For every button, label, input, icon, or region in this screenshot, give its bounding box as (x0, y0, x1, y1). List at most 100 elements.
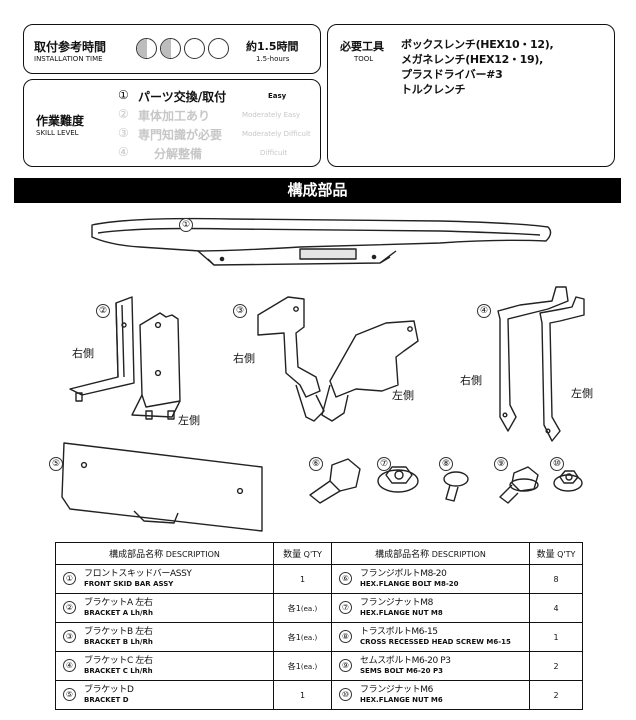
part-number: ② (63, 601, 76, 614)
skill-level-box: 作業難度 SKILL LEVEL ① パーツ交換/取付 Easy ② 車体加工あ… (23, 79, 321, 167)
bracket-a-right-label: 右側 (72, 347, 94, 360)
table-header-description: 構成部品名称 DESCRIPTION (55, 542, 274, 565)
sems-bolt-m6-drawing (499, 466, 539, 504)
header-desc-en: DESCRIPTION (431, 550, 486, 559)
bracket-c-left-label: 左側 (571, 387, 593, 400)
part-quantity: 各1(ea.) (273, 593, 332, 623)
time-clock-icon-1 (136, 38, 157, 59)
installation-time-label-en: INSTALLATION TIME (34, 55, 103, 63)
header-desc-jp: 構成部品名称 (109, 550, 164, 560)
table-header-qty: 数量 Q'TY (529, 542, 583, 565)
callout-10: ⑩ (550, 457, 564, 471)
tool-label-en: TOOL (354, 55, 374, 63)
callout-1: ① (179, 218, 193, 232)
part-quantity: 8 (529, 564, 583, 594)
bracket-a-left-label: 左側 (178, 414, 200, 427)
part-number: ④ (63, 659, 76, 672)
part-number: ⑤ (63, 688, 76, 701)
part-number: ⑧ (339, 630, 352, 643)
table-header-row: 構成部品名称 DESCRIPTION 数量 Q'TY 構成部品名称 DESCRI… (55, 542, 583, 565)
table-header-description: 構成部品名称 DESCRIPTION (331, 542, 530, 565)
bracket-c-drawing (497, 286, 585, 442)
part-number: ⑩ (339, 688, 352, 701)
flange-nut-m8-drawing (377, 466, 419, 493)
tool-item: トルクレンチ (401, 83, 466, 96)
qty-unit: (ea.) (300, 604, 318, 613)
header-qty-jp: 数量 (536, 550, 555, 560)
parts-illustration: ① ② ③ ④ ⑤ ⑥ ⑦ ⑧ ⑨ ⑩ 右側 左側 右側 左側 右側 左側 (0, 205, 636, 540)
skill-level-text: 専門知識が必要 (138, 128, 223, 142)
part-name-jp: フランジナットM8 (360, 598, 433, 608)
part-name-en: FRONT SKID BAR ASSY (84, 580, 174, 588)
part-name-en: HEX.FLANGE NUT M6 (360, 696, 443, 704)
part-quantity: 各1(ea.) (273, 651, 332, 681)
skill-level-number: ③ (118, 126, 129, 140)
callout-7: ⑦ (377, 457, 391, 471)
qty-value: 各1 (287, 632, 301, 642)
part-quantity: 1 (273, 564, 332, 594)
part-name-jp: ブラケットA 左右 (84, 598, 153, 608)
tool-box: 必要工具 TOOL ボックスレンチ(HEX10・12), メガネレンチ(HEX1… (327, 24, 615, 167)
installation-time-value-en: 1.5-hours (256, 55, 290, 63)
installation-time-value: 約1.5時間 (246, 40, 299, 53)
bracket-b-left-label: 左側 (392, 389, 414, 402)
part-quantity: 1 (529, 622, 583, 652)
callout-4: ④ (477, 304, 491, 318)
part-name-en: SEMS BOLT M6-20 P3 (360, 667, 443, 675)
header-desc-en: DESCRIPTION (165, 550, 220, 559)
part-name-en: BRACKET D (84, 696, 129, 704)
part-name-jp: ブラケットB 左右 (84, 627, 153, 637)
part-name-jp: セムスボルトM6-20 P3 (360, 656, 451, 666)
skill-level-text-en: Easy (268, 92, 287, 100)
callout-9: ⑨ (494, 457, 508, 471)
header-desc-jp: 構成部品名称 (375, 550, 430, 560)
skill-level-text: 分解整備 (154, 147, 203, 161)
tool-list: ボックスレンチ(HEX10・12), メガネレンチ(HEX12・19), プラス… (401, 37, 554, 97)
part-quantity: 2 (529, 651, 583, 681)
front-skid-bar-drawing (91, 217, 552, 266)
callout-8: ⑧ (439, 457, 453, 471)
time-clock-icon-4 (208, 38, 229, 59)
skill-level-number: ② (118, 107, 129, 121)
bracket-b-right-label: 右側 (233, 352, 255, 365)
part-name-en: BRACKET B Lh/Rh (84, 638, 153, 646)
flange-bolt-m8-drawing (309, 458, 361, 504)
installation-time-box: 取付参考時間 INSTALLATION TIME 約1.5時間 1.5-hour… (23, 24, 321, 74)
skill-level-label: 作業難度 (36, 114, 85, 128)
skill-level-text-en: Moderately Difficult (242, 130, 311, 138)
tool-item: メガネレンチ(HEX12・19), (401, 53, 543, 66)
section-title: 構成部品 (14, 178, 621, 203)
skill-level-row-1: ① パーツ交換/取付 Easy (118, 88, 318, 106)
bracket-a-drawing (69, 296, 181, 420)
part-quantity: 各1(ea.) (273, 622, 332, 652)
part-quantity: 2 (529, 680, 583, 710)
qty-value: 各1 (287, 603, 301, 613)
part-quantity: 4 (529, 593, 583, 623)
part-number: ① (63, 572, 76, 585)
header-qty-en: Q'TY (303, 550, 322, 559)
callout-5: ⑤ (49, 457, 63, 471)
parts-table: 構成部品名称 DESCRIPTION 数量 Q'TY 構成部品名称 DESCRI… (55, 542, 583, 710)
qty-value: 1 (299, 690, 306, 700)
time-clock-icon-2 (160, 38, 181, 59)
skill-level-text-en: Moderately Easy (242, 111, 301, 119)
skill-level-label-en: SKILL LEVEL (36, 129, 79, 137)
skill-level-number: ④ (118, 145, 129, 159)
tool-item: ボックスレンチ(HEX10・12), (401, 38, 554, 51)
skill-level-text: パーツ交換/取付 (138, 90, 227, 104)
callout-2: ② (96, 304, 110, 318)
skill-level-row-3: ③ 専門知識が必要 Moderately Difficult (118, 126, 318, 144)
flange-nut-m6-drawing (553, 470, 583, 492)
bracket-b-drawing (257, 296, 419, 422)
part-name-jp: フランジナットM6 (360, 685, 433, 695)
part-name-jp: ブラケットD (84, 685, 134, 695)
part-number: ③ (63, 630, 76, 643)
